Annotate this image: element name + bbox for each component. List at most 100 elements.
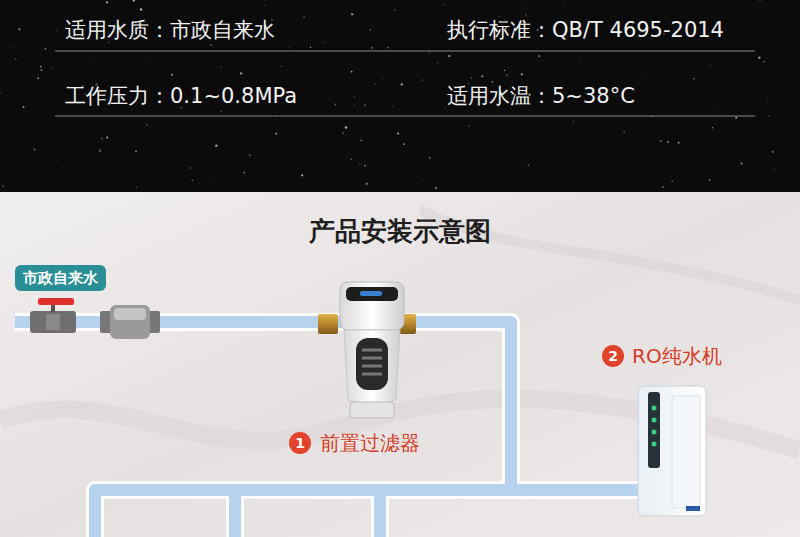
- star: [212, 181, 214, 183]
- star: [523, 1, 525, 3]
- star: [641, 77, 643, 79]
- star: [435, 187, 437, 189]
- star: [310, 47, 311, 48]
- stars: [0, 0, 775, 190]
- star: [667, 141, 669, 143]
- star: [481, 75, 483, 77]
- star: [351, 71, 353, 73]
- star: [710, 65, 711, 66]
- star: [317, 53, 319, 55]
- star: [422, 178, 424, 180]
- star: [235, 189, 237, 191]
- star: [22, 106, 24, 108]
- star: [303, 16, 305, 18]
- star: [55, 30, 57, 32]
- star: [220, 66, 221, 67]
- callout-number: 2: [608, 348, 618, 365]
- star: [61, 166, 63, 168]
- star: [506, 74, 508, 76]
- star: [40, 66, 41, 67]
- star: [359, 163, 361, 165]
- star: [429, 52, 430, 53]
- node-text: 市政自来水: [23, 269, 98, 287]
- star: [579, 60, 581, 62]
- star: [491, 81, 493, 83]
- ro-machine: [638, 386, 706, 516]
- star: [487, 72, 489, 74]
- star: [774, 169, 775, 170]
- spec-text: 工作压力：0.1~0.8MPa: [65, 84, 297, 109]
- star: [364, 165, 366, 167]
- star: [275, 133, 277, 135]
- star: [354, 103, 356, 105]
- star: [525, 14, 527, 16]
- star: [381, 78, 383, 80]
- star: [471, 77, 472, 78]
- star: [429, 157, 431, 159]
- star: [437, 62, 438, 63]
- marble-ground: [0, 192, 800, 537]
- star: [354, 95, 356, 97]
- star: [468, 125, 470, 127]
- star: [395, 9, 396, 10]
- star: [18, 28, 20, 30]
- table-rule: [55, 116, 755, 117]
- star: [758, 57, 760, 59]
- star: [288, 47, 289, 48]
- pre-filter: [318, 282, 416, 418]
- star: [146, 124, 147, 125]
- star: [573, 121, 574, 122]
- star: [280, 66, 282, 68]
- diagram-title: 产品安装示意图: [309, 216, 491, 247]
- table-rule: [55, 51, 755, 52]
- star: [740, 162, 742, 164]
- star: [135, 150, 137, 152]
- star: [89, 61, 91, 63]
- star: [45, 48, 47, 50]
- star: [2, 185, 4, 187]
- star: [369, 29, 371, 31]
- star: [301, 174, 303, 176]
- star: [366, 183, 368, 185]
- star: [662, 186, 664, 188]
- star: [371, 47, 373, 49]
- star: [264, 4, 266, 6]
- star: [192, 180, 193, 181]
- valve: [30, 298, 76, 333]
- star: [351, 13, 354, 16]
- star: [41, 69, 43, 71]
- star: [763, 61, 765, 63]
- star: [401, 83, 403, 85]
- star: [33, 148, 36, 151]
- star: [190, 167, 192, 169]
- star: [660, 140, 662, 142]
- star: [671, 180, 673, 182]
- star: [210, 44, 212, 46]
- star: [0, 92, 1, 94]
- star: [772, 151, 774, 153]
- star: [403, 143, 405, 145]
- part-name: 前置过滤器: [320, 431, 420, 455]
- star: [504, 70, 505, 71]
- star: [735, 117, 737, 119]
- star: [387, 47, 389, 49]
- star: [334, 104, 336, 106]
- star: [350, 158, 352, 160]
- source-tag: 市政自来水: [15, 265, 106, 291]
- spec-text: 适用水质：市政自来水: [65, 18, 275, 43]
- star: [140, 8, 143, 11]
- star: [275, 119, 277, 121]
- star: [360, 140, 361, 141]
- callout-number: 1: [295, 435, 305, 452]
- star: [342, 132, 344, 134]
- star: [221, 111, 222, 112]
- star: [14, 58, 16, 60]
- spec-text: 执行标准：QB/T 4695-2014: [447, 18, 724, 43]
- star: [563, 2, 564, 3]
- star: [148, 57, 150, 59]
- star: [397, 132, 399, 134]
- star: [364, 104, 366, 106]
- star: [106, 1, 108, 3]
- star: [240, 72, 242, 74]
